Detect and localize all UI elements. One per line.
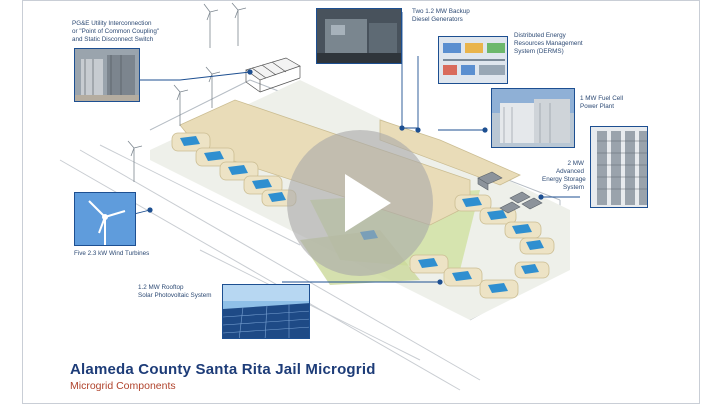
callout-line: System [563, 184, 584, 191]
fuel-cell-label: 1 MW Fuel Cell Power Plant [580, 95, 623, 111]
energy-storage-photo [590, 126, 648, 208]
diesel-generator-photo [316, 8, 402, 64]
fuel-cell-photo [491, 88, 575, 148]
page-title: Alameda County Santa Rita Jail Microgrid [70, 361, 376, 378]
callout-line: Two 1.2 MW Backup [412, 8, 470, 15]
callout-line: Power Plant [580, 103, 614, 110]
title-block: Alameda County Santa Rita Jail Microgrid… [70, 361, 376, 392]
callout-line: PG&E Utility Interconnection [72, 20, 152, 27]
callout-line: and Static Disconnect Switch [72, 36, 154, 43]
energy-storage-label: 2 MW Advanced Energy Storage System [542, 160, 586, 192]
derms-label: Distributed Energy Resources Management … [514, 32, 583, 56]
callout-line: Resources Management [514, 40, 583, 47]
callout-line: 2 MW [567, 160, 584, 167]
play-button[interactable] [287, 130, 433, 276]
wind-turbine-photo [74, 192, 136, 246]
callout-line: Energy Storage [542, 176, 586, 183]
pge-interconnection-label: PG&E Utility Interconnection or "Point o… [72, 20, 159, 44]
callout-line: Distributed Energy [514, 32, 566, 39]
solar-pv-photo [222, 284, 310, 339]
page-subtitle: Microgrid Components [70, 380, 176, 392]
switchgear-photo [74, 48, 140, 102]
callout-line: Five 2.3 kW Wind Turbines [74, 250, 150, 257]
play-icon [345, 174, 391, 232]
callout-line: System (DERMS) [514, 48, 564, 55]
callout-line: Solar Photovoltaic System [138, 292, 212, 299]
wind-turbines-label: Five 2.3 kW Wind Turbines [74, 250, 149, 258]
callout-line: or "Point of Common Coupling" [72, 28, 160, 35]
derms-screen-photo [438, 36, 508, 84]
callout-line: 1.2 MW Rooftop [138, 284, 184, 291]
callout-line: Advanced [555, 168, 584, 175]
callout-line: Diesel Generators [412, 16, 463, 23]
solar-pv-label: 1.2 MW Rooftop Solar Photovoltaic System [138, 284, 212, 300]
diesel-generators-label: Two 1.2 MW Backup Diesel Generators [412, 8, 470, 24]
callout-line: 1 MW Fuel Cell [580, 95, 624, 102]
